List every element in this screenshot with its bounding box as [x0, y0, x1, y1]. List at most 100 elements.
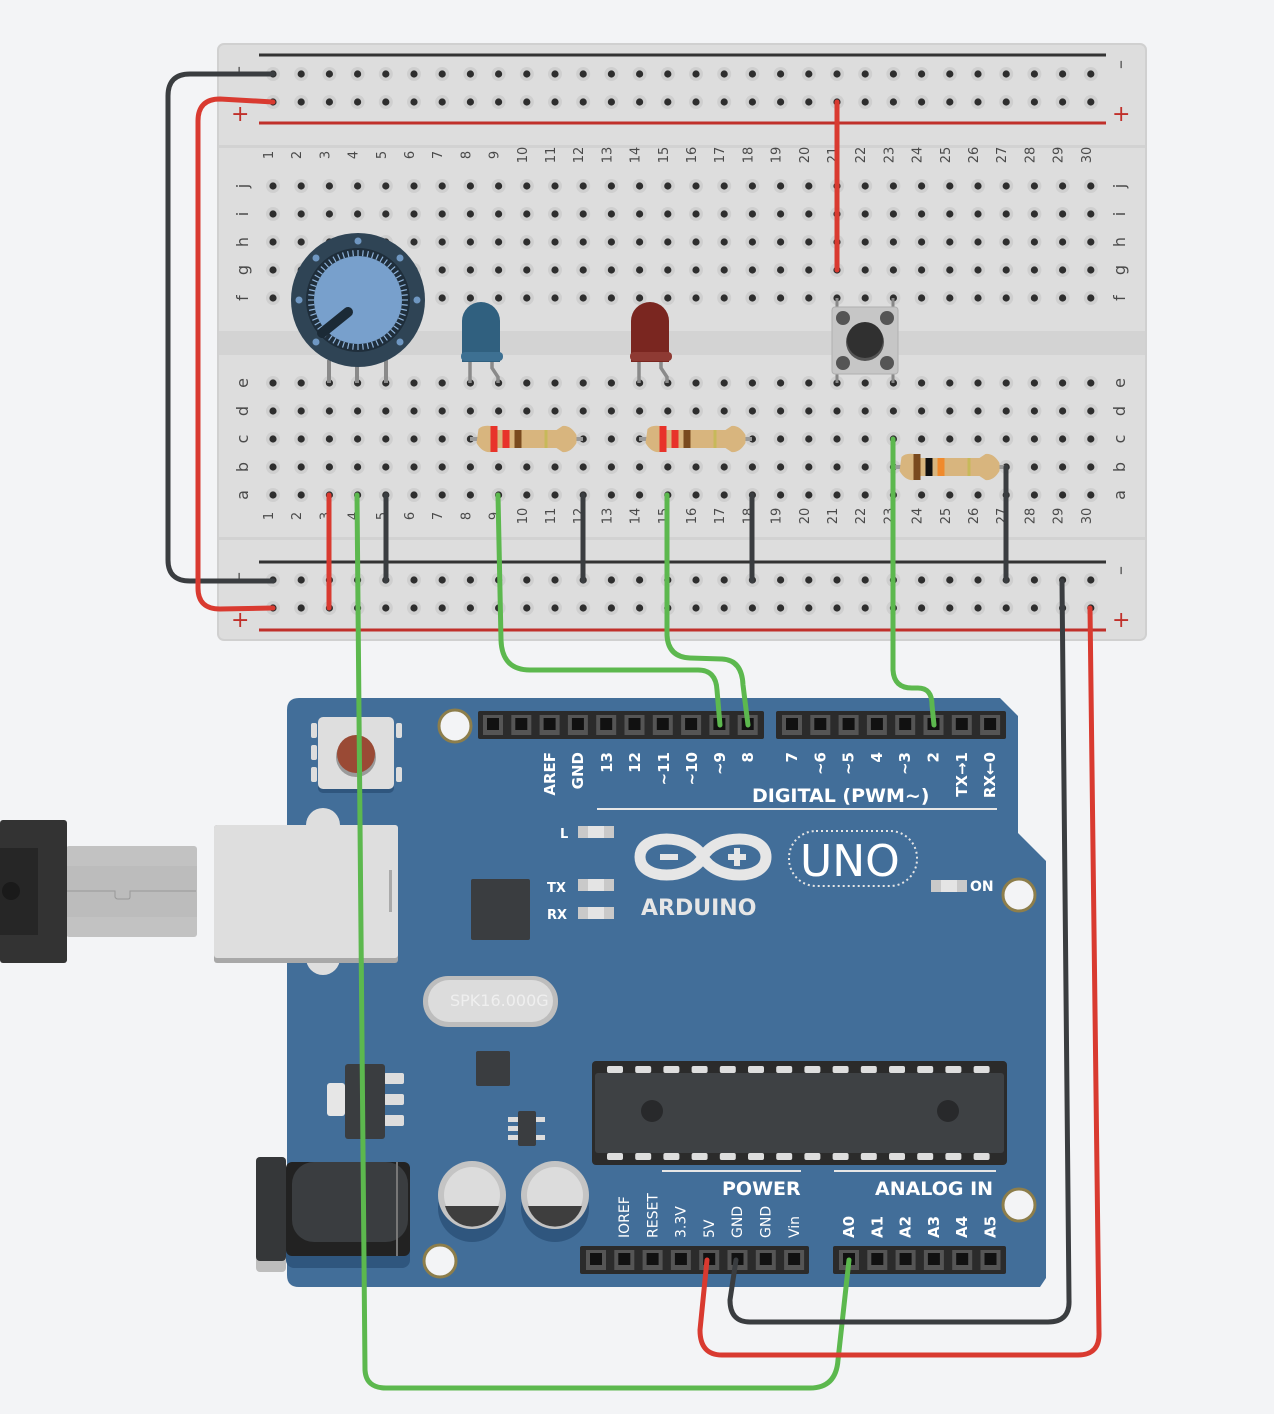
- hole-b6[interactable]: [410, 463, 418, 471]
- hole-g29[interactable]: [1059, 266, 1067, 274]
- hole-g18[interactable]: [748, 266, 757, 274]
- hole-e16[interactable]: [692, 379, 700, 387]
- hole-i7[interactable]: [438, 210, 446, 218]
- hole-b8[interactable]: [466, 463, 474, 471]
- rail-hole[interactable]: [748, 70, 757, 78]
- hole-f18[interactable]: [748, 294, 757, 302]
- hole-f11[interactable]: [551, 294, 559, 302]
- hole-e28[interactable]: [1030, 379, 1038, 387]
- rail-hole[interactable]: [720, 70, 728, 78]
- rail-hole[interactable]: [974, 576, 982, 584]
- hole-h19[interactable]: [777, 238, 785, 246]
- hole-h7[interactable]: [438, 238, 446, 246]
- resistor-3[interactable]: [893, 453, 1006, 481]
- hole-f17[interactable]: [720, 294, 728, 302]
- hole-j26[interactable]: [974, 182, 982, 190]
- hole-e17[interactable]: [720, 379, 728, 387]
- hole-i1[interactable]: [269, 210, 277, 218]
- hole-b15[interactable]: [664, 463, 672, 471]
- rail-hole[interactable]: [974, 604, 982, 612]
- hole-i18[interactable]: [748, 210, 757, 218]
- rail-hole[interactable]: [523, 604, 531, 612]
- hole-i11[interactable]: [551, 210, 559, 218]
- hole-a26[interactable]: [974, 491, 982, 499]
- hole-g16[interactable]: [692, 266, 700, 274]
- hole-b17[interactable]: [720, 463, 728, 471]
- rail-hole[interactable]: [466, 70, 474, 78]
- rail-hole[interactable]: [918, 576, 926, 584]
- usb-cable[interactable]: [0, 820, 197, 963]
- rail-hole[interactable]: [946, 70, 954, 78]
- hole-e18[interactable]: [748, 379, 757, 387]
- hole-d7[interactable]: [438, 407, 446, 415]
- hole-e7[interactable]: [438, 379, 446, 387]
- hole-f16[interactable]: [692, 294, 700, 302]
- hole-a24[interactable]: [918, 491, 926, 499]
- hole-d1[interactable]: [269, 407, 277, 415]
- hole-e2[interactable]: [297, 379, 305, 387]
- hole-e10[interactable]: [523, 379, 531, 387]
- hole-a6[interactable]: [410, 491, 418, 499]
- hole-g28[interactable]: [1030, 266, 1038, 274]
- hole-i12[interactable]: [579, 210, 587, 218]
- hole-f29[interactable]: [1059, 294, 1067, 302]
- rail-hole[interactable]: [833, 70, 841, 78]
- hole-c4[interactable]: [354, 435, 362, 443]
- hole-e11[interactable]: [551, 379, 559, 387]
- hole-i20[interactable]: [805, 210, 813, 218]
- hole-j25[interactable]: [946, 182, 954, 190]
- hole-b18[interactable]: [748, 463, 757, 471]
- hole-d28[interactable]: [1030, 407, 1038, 415]
- rail-hole[interactable]: [833, 604, 841, 612]
- hole-b11[interactable]: [551, 463, 559, 471]
- hole-h22[interactable]: [861, 238, 869, 246]
- rail-hole[interactable]: [354, 70, 362, 78]
- hole-a21[interactable]: [833, 491, 841, 499]
- hole-f30[interactable]: [1087, 294, 1095, 302]
- rail-hole[interactable]: [354, 98, 362, 106]
- hole-a22[interactable]: [861, 491, 869, 499]
- rail-hole[interactable]: [918, 98, 926, 106]
- rail-hole[interactable]: [805, 576, 813, 584]
- hole-j17[interactable]: [720, 182, 728, 190]
- hole-h28[interactable]: [1030, 238, 1038, 246]
- hole-a20[interactable]: [805, 491, 813, 499]
- rail-hole[interactable]: [889, 98, 898, 106]
- rail-hole[interactable]: [325, 98, 333, 106]
- hole-g19[interactable]: [777, 266, 785, 274]
- hole-i23[interactable]: [889, 210, 898, 218]
- rail-hole[interactable]: [748, 604, 757, 612]
- hole-d14[interactable]: [636, 407, 644, 415]
- hole-a17[interactable]: [720, 491, 728, 499]
- hole-i13[interactable]: [607, 210, 616, 218]
- hole-g10[interactable]: [523, 266, 531, 274]
- hole-j19[interactable]: [777, 182, 785, 190]
- hole-j5[interactable]: [382, 182, 390, 190]
- hole-j30[interactable]: [1087, 182, 1095, 190]
- hole-j23[interactable]: [889, 182, 898, 190]
- rail-hole[interactable]: [805, 98, 813, 106]
- rail-hole[interactable]: [607, 576, 616, 584]
- hole-a10[interactable]: [523, 491, 531, 499]
- hole-b22[interactable]: [861, 463, 869, 471]
- hole-g7[interactable]: [438, 266, 446, 274]
- hole-h10[interactable]: [523, 238, 531, 246]
- hole-d23[interactable]: [889, 407, 898, 415]
- hole-h17[interactable]: [720, 238, 728, 246]
- hole-e1[interactable]: [269, 379, 277, 387]
- hole-b2[interactable]: [297, 463, 305, 471]
- hole-d25[interactable]: [946, 407, 954, 415]
- rail-hole[interactable]: [579, 98, 587, 106]
- hole-f26[interactable]: [974, 294, 982, 302]
- hole-j13[interactable]: [607, 182, 616, 190]
- rail-hole[interactable]: [946, 98, 954, 106]
- rail-hole[interactable]: [551, 98, 559, 106]
- hole-d19[interactable]: [777, 407, 785, 415]
- rail-hole[interactable]: [636, 604, 644, 612]
- hole-b12[interactable]: [579, 463, 587, 471]
- hole-h25[interactable]: [946, 238, 954, 246]
- hole-c5[interactable]: [382, 435, 390, 443]
- hole-j9[interactable]: [495, 182, 503, 190]
